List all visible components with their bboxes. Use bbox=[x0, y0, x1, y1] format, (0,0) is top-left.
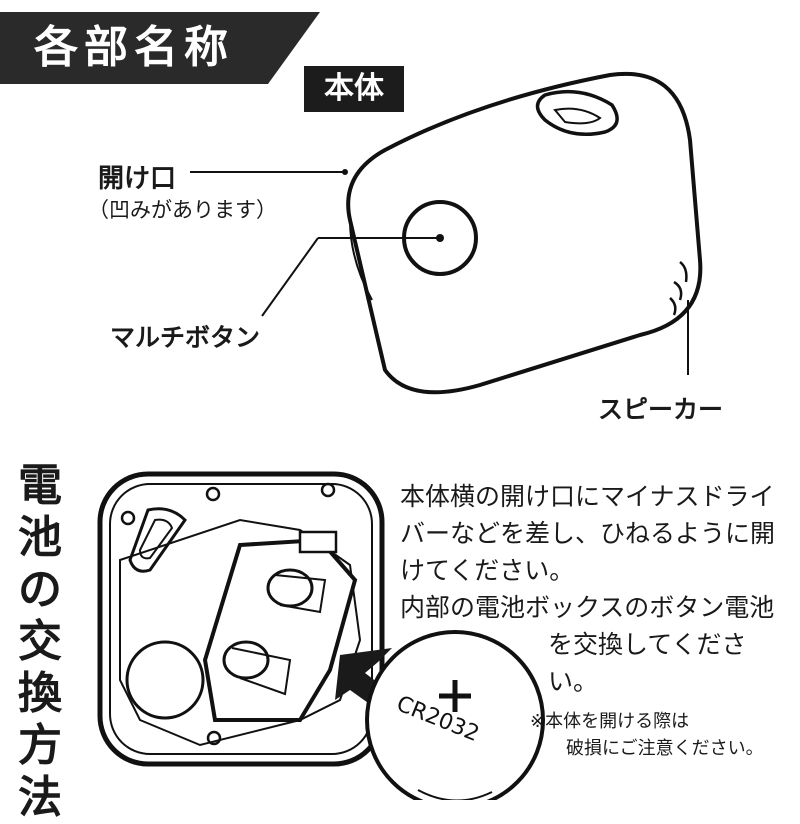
caution-note: ※本体を開ける際は 破損にご注意ください。 bbox=[530, 708, 790, 762]
instruction-line: バーなどを差し、ひねるように開 bbox=[400, 519, 776, 548]
coin-battery bbox=[365, 630, 545, 800]
banner-shape bbox=[0, 12, 320, 84]
opening-label: 開け口 bbox=[98, 164, 177, 194]
instruction-line: 内部の電池ボックスのボタン電池 bbox=[400, 593, 775, 622]
leader-lines bbox=[190, 171, 689, 375]
instruction-line: けてください。 bbox=[400, 556, 575, 585]
section-banner: 各部名称 bbox=[0, 12, 320, 84]
title-char: 電 bbox=[18, 460, 62, 511]
note-line: 破損にご注意ください。 bbox=[566, 738, 764, 759]
battery-section-title: 電 池 の 交 換 方 法 bbox=[12, 460, 68, 824]
instruction-line: 本体横の開け口にマイナスドライ bbox=[400, 482, 775, 511]
speaker-label: スピーカー bbox=[598, 395, 724, 424]
title-char: 方 bbox=[18, 720, 62, 771]
leader-dot bbox=[342, 169, 348, 175]
device-body bbox=[346, 71, 703, 395]
title-char: 池 bbox=[18, 512, 62, 563]
title-char: の bbox=[18, 564, 62, 615]
illustration: CR2032 bbox=[97, 71, 703, 800]
page-title: 各部名称 bbox=[34, 22, 234, 73]
leader-dot bbox=[436, 234, 444, 242]
button-label: マルチボタン bbox=[110, 323, 261, 352]
battery-instructions: 本体横の開け口にマイナスドライ バーなどを差し、ひねるように開 けてください。 … bbox=[400, 478, 792, 700]
speaker-grille bbox=[669, 261, 688, 316]
title-char: 換 bbox=[18, 668, 62, 719]
opening-note: （凹みがあります） bbox=[88, 198, 277, 222]
lanyard-hole bbox=[535, 89, 619, 136]
title-char: 交 bbox=[18, 616, 62, 667]
device-tag: 本体 bbox=[304, 66, 404, 112]
plus-icon bbox=[439, 680, 471, 712]
title-char: 法 bbox=[18, 772, 62, 823]
note-line: ※本体を開ける際は bbox=[530, 711, 690, 732]
instruction-line: を交換してください。 bbox=[548, 630, 747, 696]
opened-device bbox=[97, 471, 385, 767]
